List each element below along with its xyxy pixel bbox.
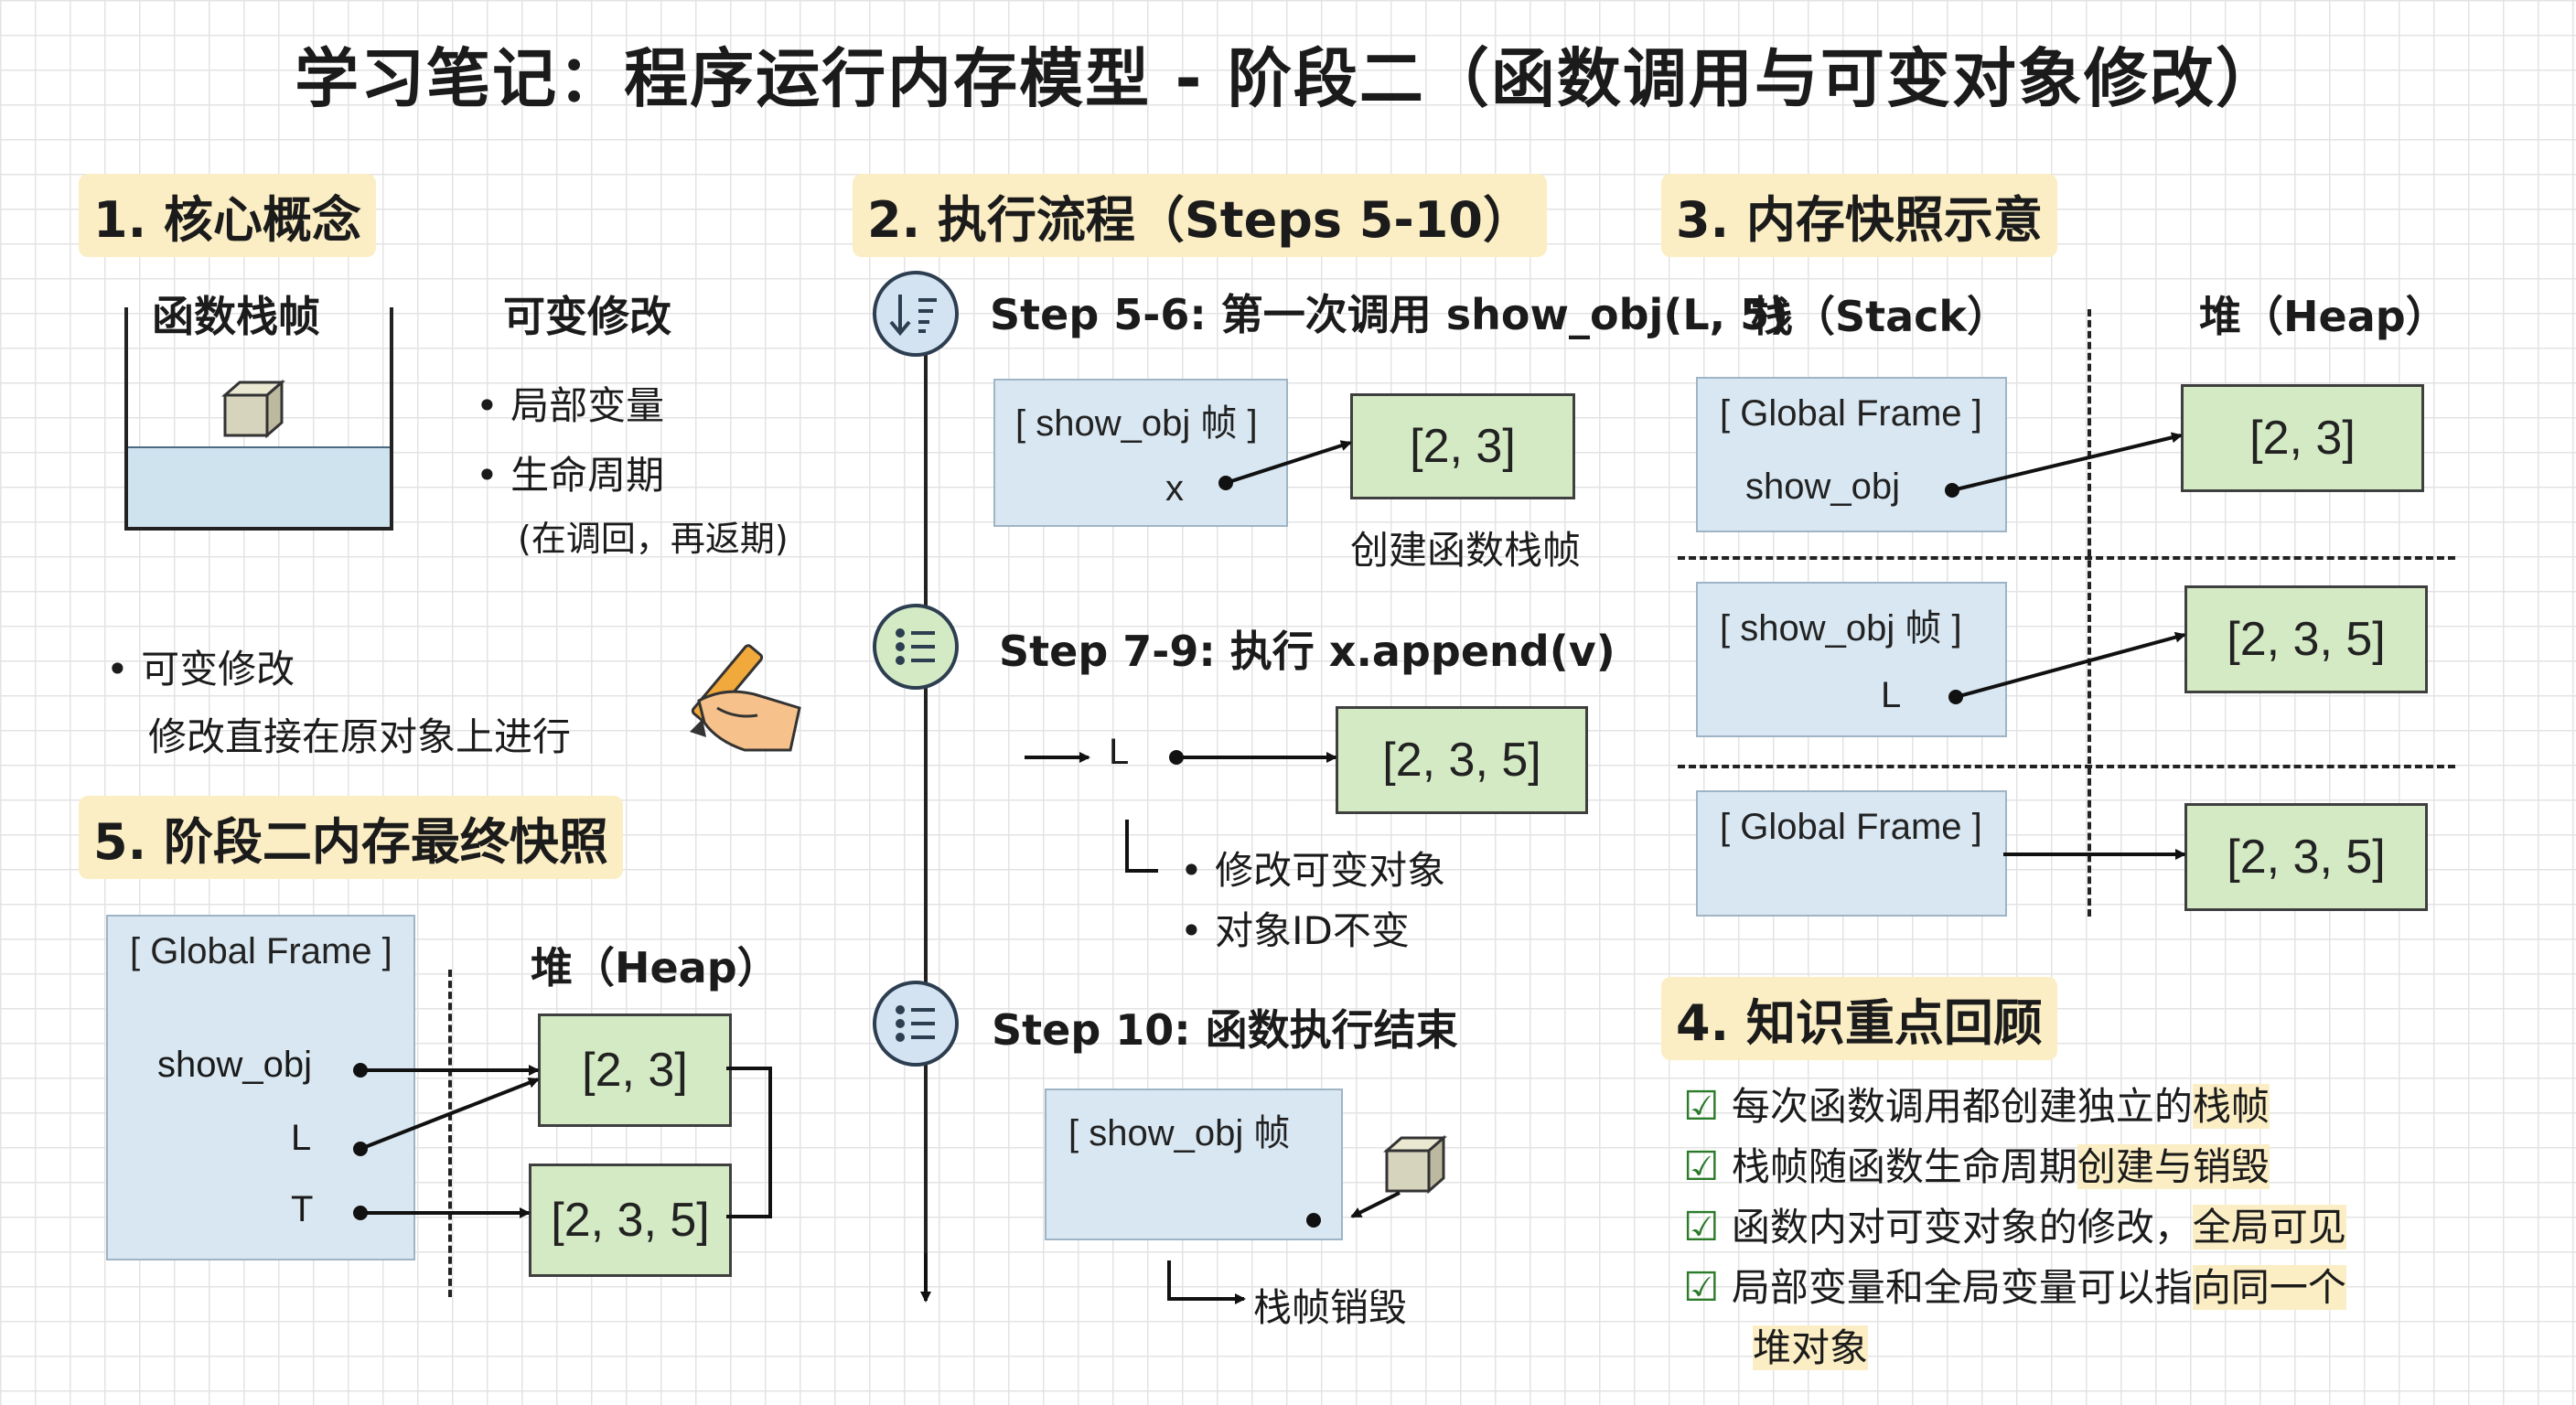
s3-row1-var: show_obj [1745, 467, 1901, 507]
stack-container-illustration [124, 307, 393, 531]
step-10-title: Step 10: 函数执行结束 [992, 1005, 1458, 1055]
step-7-9-heap-obj: [2, 3, 5] [1336, 706, 1588, 814]
section-2-heading: 2. 执行流程（Steps 5-10） [853, 174, 1547, 257]
step-7-9-title: Step 7-9: 执行 x.append(v) [999, 627, 1615, 676]
s5-var-l: L [291, 1118, 312, 1158]
check-icon: ☑ [1683, 1083, 1720, 1130]
s3-row1-frame-label: [ Global Frame ] [1720, 393, 1982, 434]
step-10-caption: 栈帧销毁 [1253, 1285, 1408, 1330]
step-10-frame: [ show_obj 帧 [1045, 1089, 1343, 1240]
s5-heap-obj-2: [2, 3, 5] [529, 1164, 732, 1277]
bullet-lifecycle: • 生命周期 [476, 453, 665, 498]
review-item-4: ☑ 局部变量和全局变量可以指向同一个 [1683, 1264, 2346, 1311]
review-item-2: ☑ 栈帧随函数生命周期创建与销毁 [1683, 1143, 2270, 1190]
list-icon [873, 981, 959, 1067]
check-icon: ☑ [1683, 1204, 1720, 1250]
s3-stack-col: 栈（Stack） [1751, 292, 2010, 341]
mutable-modify-desc: 修改直接在原对象上进行 [148, 714, 572, 759]
s5-heap-link [726, 1067, 772, 1218]
step-5-6-caption: 创建函数栈帧 [1350, 528, 1582, 573]
check-icon: ☑ [1683, 1143, 1720, 1190]
page-title: 学习笔记：程序运行内存模型 - 阶段二（函数调用与可变对象修改） [295, 41, 2281, 116]
mutable-modify-title: • 可变修改 [106, 647, 295, 692]
section-3-heading: 3. 内存快照示意 [1661, 174, 2057, 257]
review-item-1: ☑ 每次函数调用都创建独立的栈帧 [1683, 1083, 2270, 1130]
review-item-4-cont: 堆对象 [1753, 1325, 1869, 1370]
step-10-caption-arrow [1167, 1260, 1246, 1304]
step-5-6-frame-label: [ show_obj 帧 ] [1015, 403, 1258, 444]
cube-icon [221, 379, 285, 439]
step-10-frame-label: [ show_obj 帧 [1068, 1113, 1291, 1153]
check-icon: ☑ [1683, 1264, 1720, 1311]
s5-var-t: T [291, 1189, 314, 1229]
s3-row1-frame: [ Global Frame ] show_obj [1696, 377, 2007, 532]
s5-divider [448, 970, 452, 1297]
cube-icon [1383, 1134, 1447, 1195]
s3-divider-vertical [2088, 309, 2091, 917]
s5-heap-col: 堆（Heap） [531, 943, 779, 992]
s3-row3-heap-obj: [2, 3, 5] [2184, 803, 2428, 911]
bullet-local-vars: • 局部变量 [476, 383, 665, 428]
writing-hand-icon [690, 644, 801, 752]
step-7-9-note-2: • 对象ID不变 [1180, 908, 1410, 953]
section-1-heading: 1. 核心概念 [79, 174, 376, 257]
sort-down-icon [873, 271, 959, 357]
s5-heap-obj-1: [2, 3] [538, 1014, 732, 1127]
s5-frame-label: [ Global Frame ] [130, 931, 392, 971]
step-7-9-note-1: • 修改可变对象 [1180, 848, 1446, 893]
lifecycle-note: (在调回，再返期) [518, 519, 789, 559]
stack-frame-label: 函数栈帧 [152, 292, 320, 341]
step-7-9-var-l: L [1109, 732, 1130, 772]
step-5-6-frame: [ show_obj 帧 ] x [993, 379, 1288, 527]
s3-row2-frame: [ show_obj 帧 ] L [1696, 582, 2007, 737]
s5-global-frame: [ Global Frame ] [106, 915, 415, 1260]
s3-row3-frame: [ Global Frame ] [1696, 790, 2007, 917]
s3-divider-row-2 [1678, 765, 2455, 768]
step-7-9-note-connector [1125, 820, 1158, 873]
s3-row3-frame-label: [ Global Frame ] [1720, 807, 1982, 847]
review-item-3: ☑ 函数内对可变对象的修改，全局可见 [1683, 1204, 2346, 1250]
timeline-line [924, 348, 928, 1262]
s3-divider-row-1 [1678, 556, 2455, 560]
list-icon [873, 604, 959, 690]
section-4-heading: 4. 知识重点回顾 [1661, 977, 2057, 1060]
section-5-heading: 5. 阶段二内存最终快照 [79, 796, 623, 879]
s5-var-show-obj: show_obj [157, 1045, 313, 1085]
mutable-label: 可变修改 [503, 292, 671, 341]
s3-heap-col: 堆（Heap） [2199, 292, 2448, 341]
step-5-6-title: Step 5-6: 第一次调用 show_obj(L, 5) [990, 290, 1789, 339]
s3-row2-heap-obj: [2, 3, 5] [2184, 585, 2428, 693]
step-5-6-var-x: x [1165, 468, 1184, 509]
step-5-6-heap-obj: [2, 3] [1350, 393, 1575, 499]
s3-row2-frame-label: [ show_obj 帧 ] [1720, 608, 1962, 649]
s3-row1-heap-obj: [2, 3] [2181, 384, 2424, 492]
s3-row2-var: L [1881, 675, 1902, 715]
